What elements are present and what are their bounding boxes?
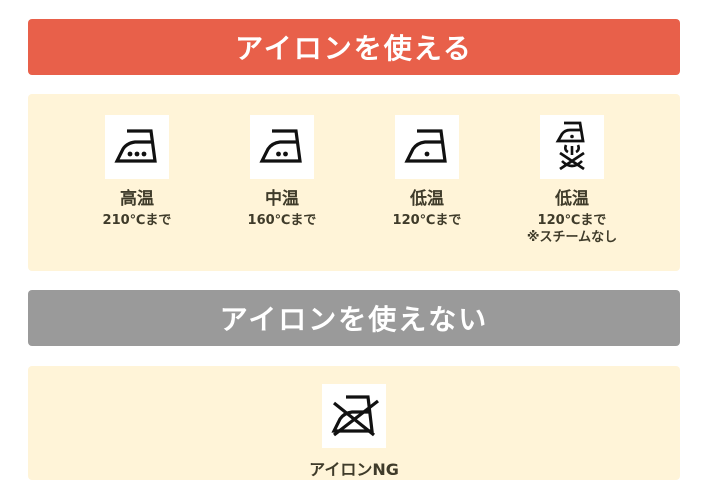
iron-item-temp: 210℃まで	[102, 213, 172, 228]
iron-item-label: 低温	[555, 189, 589, 209]
iron-high-temp-icon	[105, 115, 169, 179]
iron-item-ng: アイロンNG	[284, 384, 424, 480]
iron-item-temp: 160℃まで	[247, 213, 317, 228]
iron-item-high: 高温 210℃まで	[67, 115, 207, 229]
iron-item-low: 低温 120℃まで	[357, 115, 497, 229]
unusable-iron-panel: アイロンNG	[28, 366, 680, 480]
iron-item-medium: 中温 160℃まで	[212, 115, 352, 229]
iron-low-temp-icon	[395, 115, 459, 179]
iron-low-temp-no-steam-icon	[540, 115, 604, 179]
unusable-iron-title: アイロンを使えない	[219, 303, 489, 336]
iron-item-label: 低温	[410, 189, 444, 209]
iron-prohibited-icon	[322, 384, 386, 448]
unusable-iron-header: アイロンを使えない	[28, 290, 680, 346]
iron-item-temp: 120℃まで	[537, 213, 607, 228]
usable-iron-panel: 高温 210℃まで 中温 160℃まで 低温 120℃まで	[28, 94, 680, 271]
usable-iron-title: アイロンを使える	[235, 32, 473, 65]
iron-ng-label: アイロンNG	[309, 460, 399, 479]
iron-item-label: 中温	[265, 189, 299, 209]
iron-item-low-no-steam: 低温 120℃まで ※スチームなし	[502, 115, 642, 246]
iron-medium-temp-icon	[250, 115, 314, 179]
iron-item-label: 高温	[120, 189, 154, 209]
usable-iron-header: アイロンを使える	[28, 19, 680, 75]
iron-item-temp: 120℃まで	[392, 213, 462, 228]
iron-item-note: ※スチームなし	[526, 230, 618, 245]
